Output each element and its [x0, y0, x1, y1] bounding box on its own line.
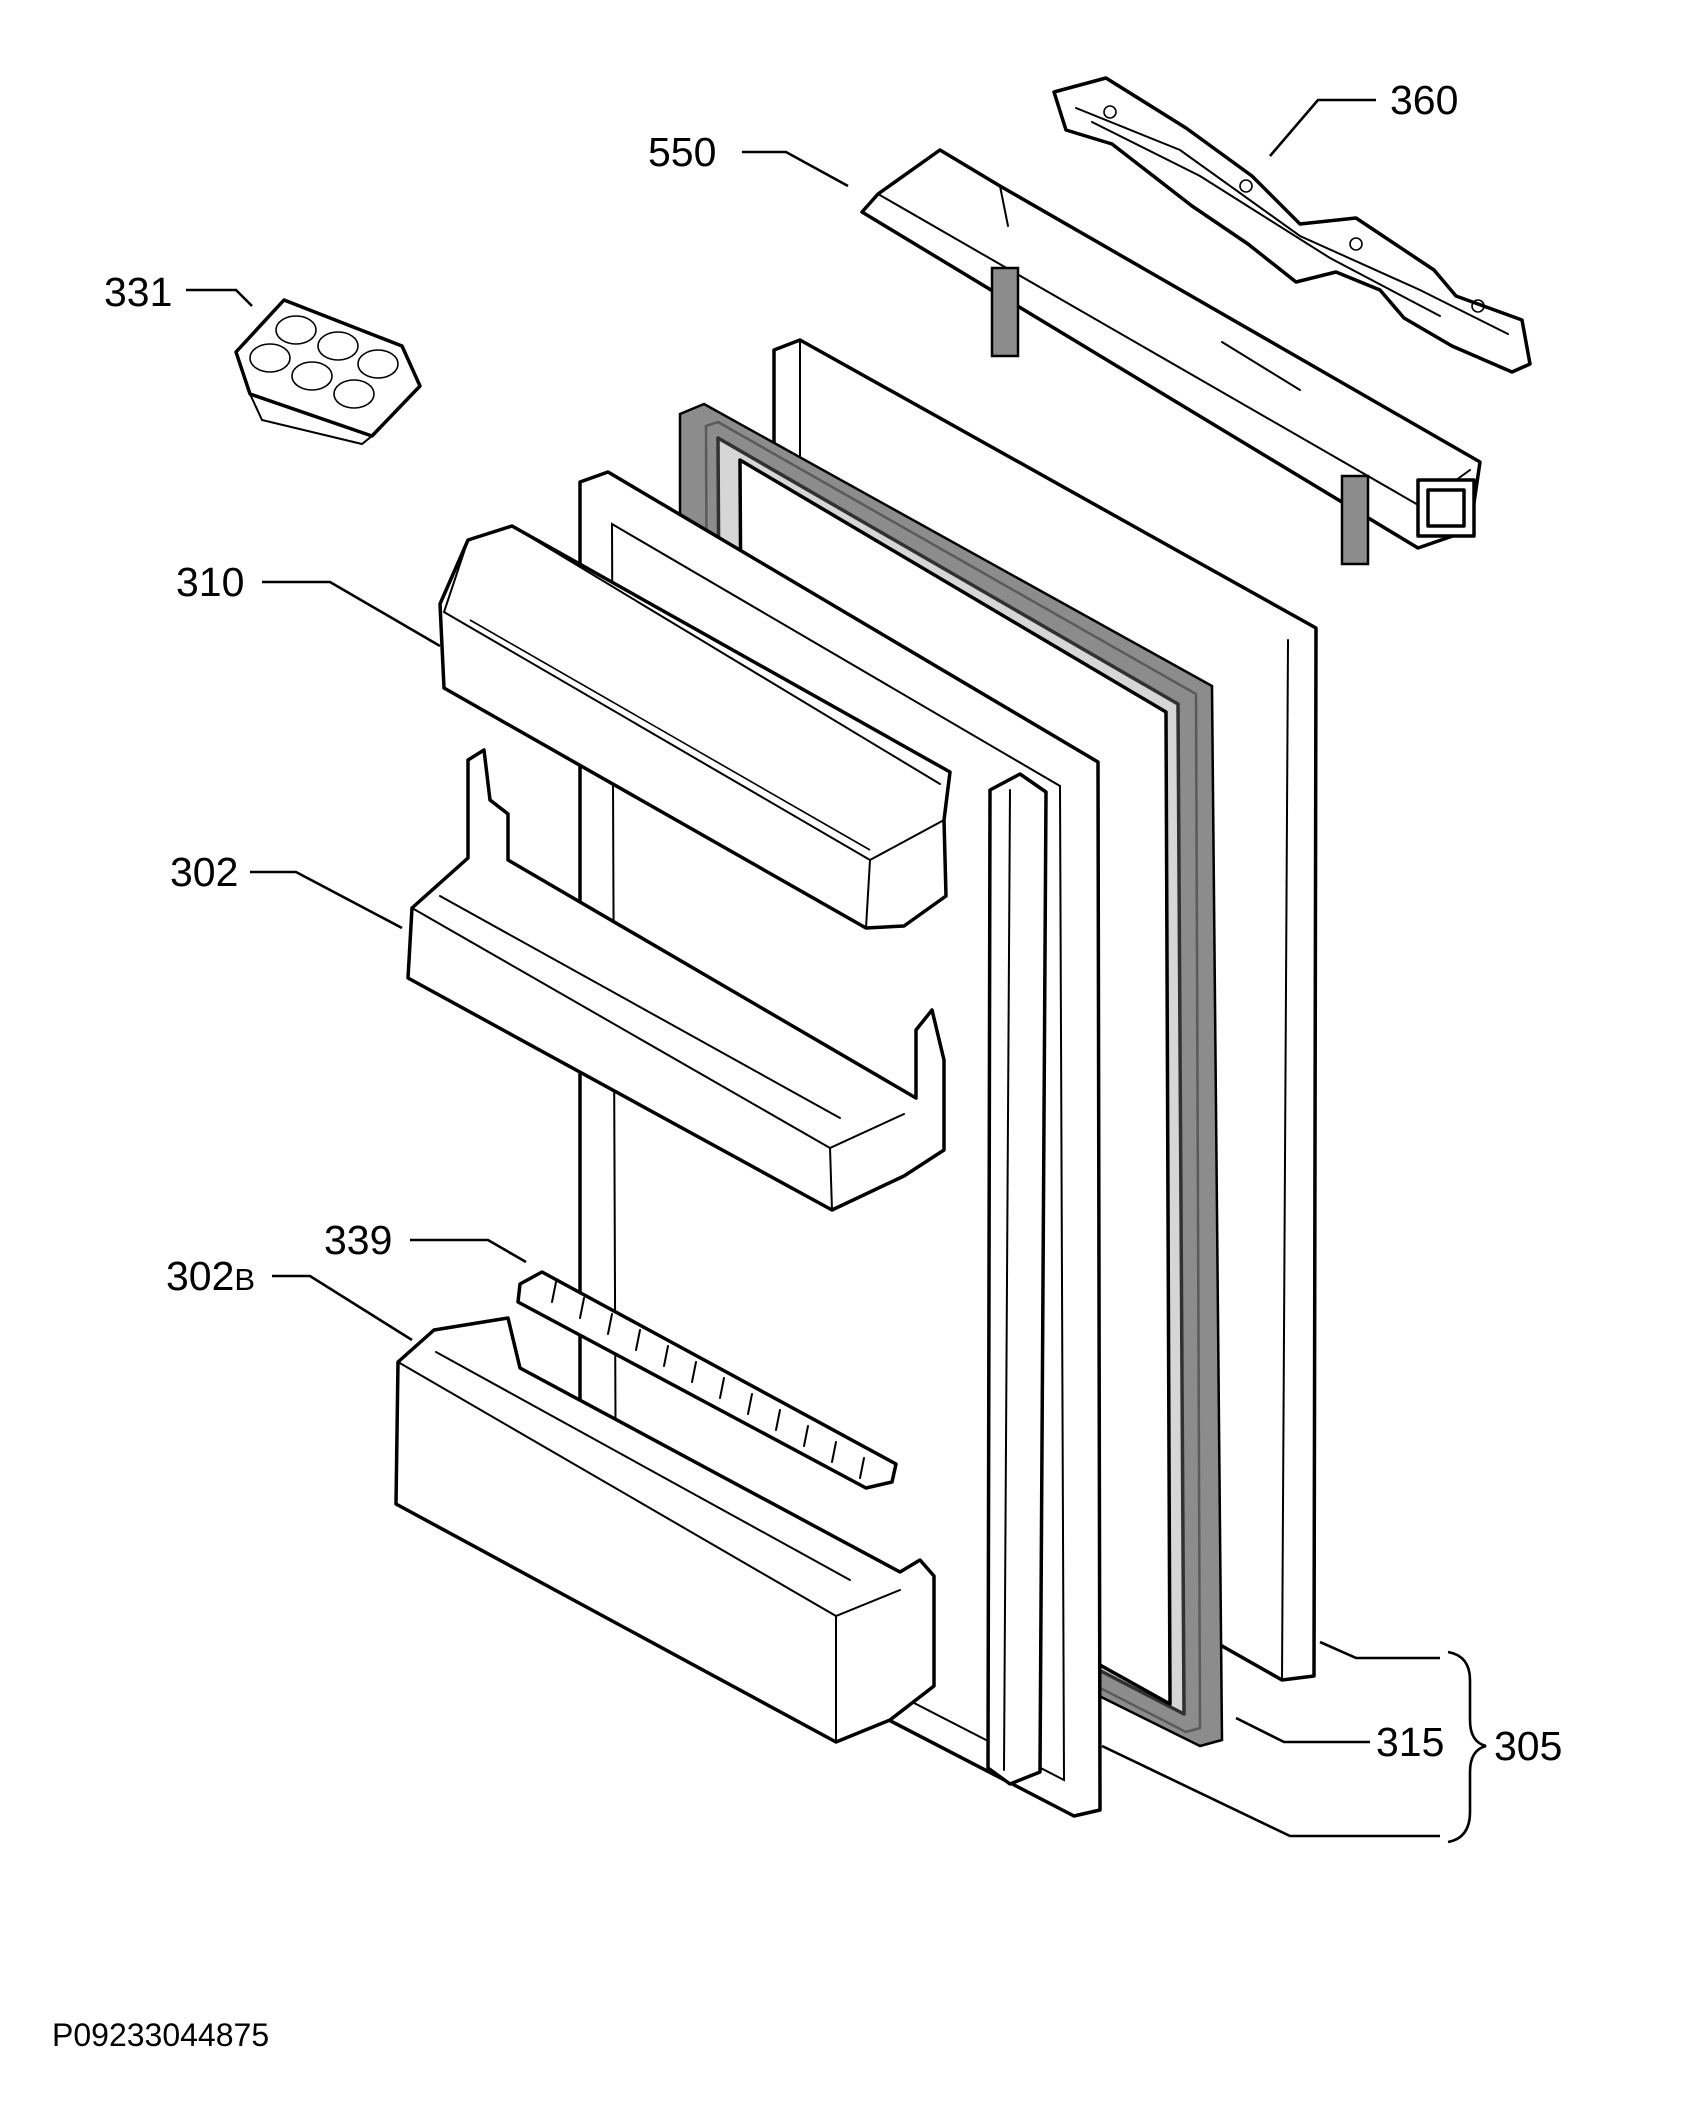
leader-305-bottom: [1101, 1744, 1440, 1838]
callout-310: 310: [176, 559, 244, 605]
leader-331: [186, 288, 253, 307]
part-550-handle-profile: [860, 148, 1482, 566]
part-331-egg-tray: [234, 298, 422, 446]
callout-331: 331: [104, 269, 172, 315]
part-302b-bottle-shelf: [394, 1316, 936, 1744]
callout-302b-number: 302: [166, 1253, 234, 1299]
door-front-strip: [986, 772, 1048, 1786]
leader-305-top: [1319, 1640, 1440, 1660]
callout-305: 305: [1494, 1723, 1562, 1769]
callout-302: 302: [170, 849, 238, 895]
leader-550: [742, 150, 849, 188]
callout-360: 360: [1390, 77, 1458, 123]
leader-302b: [272, 1274, 413, 1342]
callout-302b-suffix: B: [234, 1262, 255, 1297]
part-302-door-shelf: [406, 748, 946, 1212]
callout-339: 339: [324, 1217, 392, 1263]
bracket-305: [1447, 1650, 1487, 1844]
document-id: P09233044875: [52, 2017, 269, 2053]
leader-310: [262, 580, 441, 648]
leader-302: [250, 870, 403, 930]
callout-labels: 360 550 331 310 302 339 302B 315 305: [104, 77, 1562, 1769]
part-339-shelf-grille: [516, 1270, 898, 1490]
callout-550: 550: [648, 129, 716, 175]
callout-302b: 302B: [166, 1253, 255, 1299]
leader-339: [410, 1238, 527, 1264]
leader-315: [1235, 1716, 1370, 1744]
leader-360: [1269, 98, 1376, 157]
part-360-hinge-bracket: [1052, 76, 1532, 374]
leader-lines: [186, 98, 1487, 1844]
part-310-dairy-cover: [438, 524, 952, 930]
callout-315: 315: [1376, 1719, 1444, 1765]
